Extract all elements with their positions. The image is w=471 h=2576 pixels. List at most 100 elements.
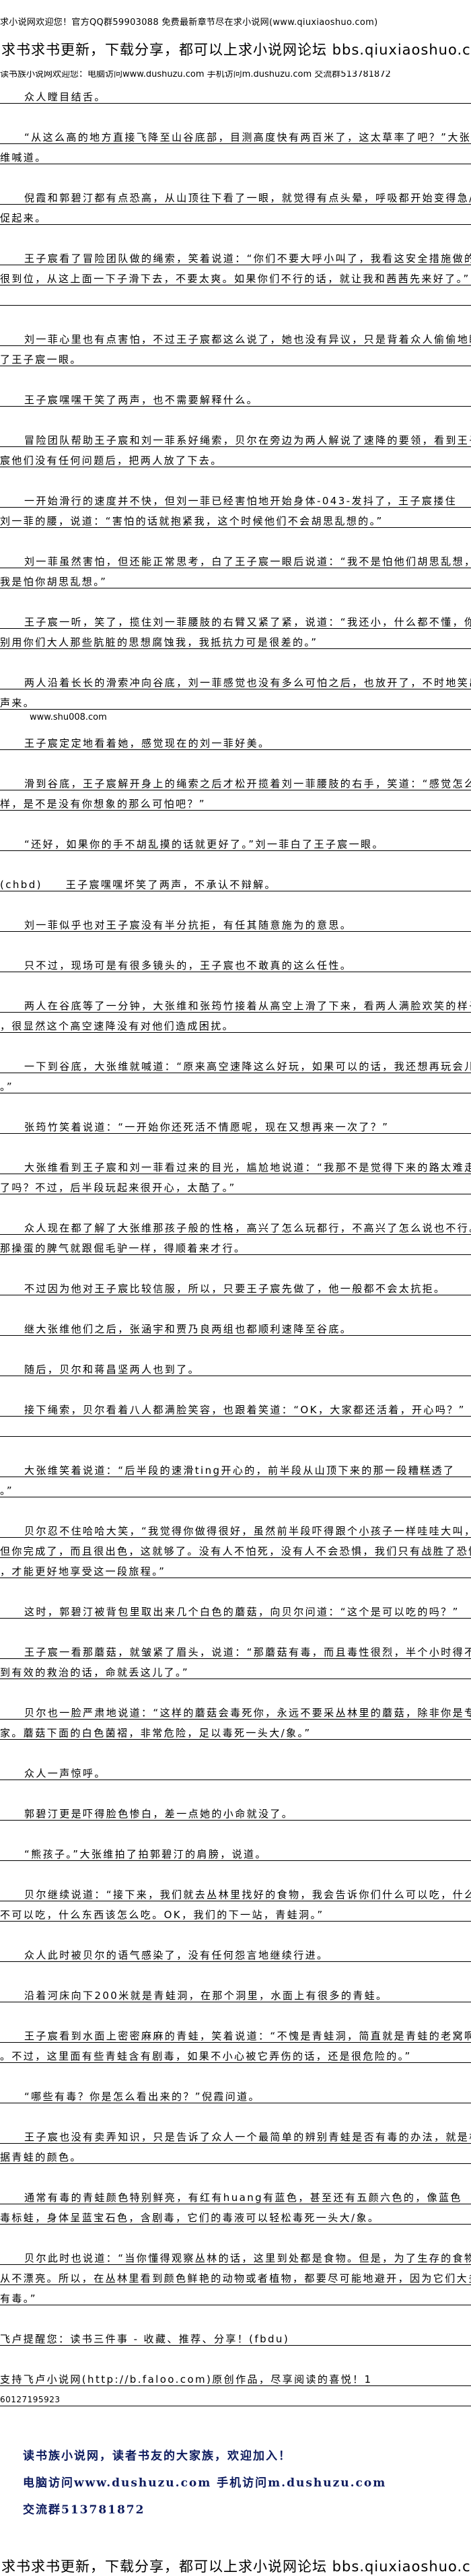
paragraph-gap	[0, 2305, 471, 2326]
footer-group: 交流群513781872	[23, 2503, 145, 2517]
text-line: 滑到谷底，王子宸解开身上的绳索之后才松开揽着刘一菲腰肢的右手，笑道：“感觉怎么	[0, 770, 471, 790]
paragraph-gap	[0, 1821, 471, 1841]
site-welcome-banner: 求小说网欢迎您！官方QQ群59903088 免费最新章节尽在求小说网(www.q…	[0, 18, 378, 28]
text-line: 不可以吃，什么东西该怎么吃。OK，我们的下一站，青蛙洞。”	[0, 1901, 471, 1922]
text-line: 王子宸定定地看着她，感觉现在的刘一菲好美。	[0, 730, 471, 750]
text-line: 飞卢提醒您：读书三件事 - 收藏、推荐、分享！(fbdu)	[0, 2326, 471, 2346]
text-line: 冒险团队帮助王子宸和刘一菲系好绳索，贝尔在旁边为两人解说了速降的要领，看到王子	[0, 427, 471, 447]
text-line: (chbd) 王子宸嘿嘿坏笑了两声，不承认不辩解。	[0, 871, 471, 891]
text-line: 两人沿着长长的滑索冲向谷底，刘一菲感觉也没有多么可怕之后，也放开了，不时地笑出	[0, 669, 471, 689]
text-line: 有毒。”	[0, 2285, 471, 2305]
footer-slogan: 读书族小说网，读者书友的大家族，欢迎加入！	[23, 2449, 291, 2463]
text-line: 这时，郭碧汀被背包里取出来几个白色的蘑菇，向贝尔问道：“这个是可以吃的吗？”	[0, 1598, 471, 1619]
text-line: ，很显然这个高空速降没有对他们造成困扰。	[0, 1013, 471, 1033]
text-line: 家。蘑菇下面的白色菌褶，非常危险，足以毒死一头大/象。”	[0, 1720, 471, 1740]
text-line: 很到位，从这上面一下子滑下去，不要太爽。如果你们不行的话，就让我和茜茜先来好了。…	[0, 265, 471, 285]
text-line: 维喊道。	[0, 144, 471, 164]
paragraph-gap	[0, 2164, 471, 2184]
forum-banner: 求书求书更新，下载分享，都可以上求小说网论坛 bbs.qiuxiaoshuo.c…	[1, 42, 471, 58]
paragraph-gap	[0, 467, 471, 487]
dushuzu-banner-clipped: 读书族小说网欢迎您：电脑访问www.dushuzu.com 手机访问m.dush…	[0, 71, 471, 80]
text-line: 只不过，现场可是有很多镜头的，王子宸也不敢真的这么任性。	[0, 952, 471, 972]
text-line: 。不过，这里面有些青蛙含有剧毒，如果不小心被它弄伤的话，还是很危险的。”	[0, 2043, 471, 2063]
text-line: 众人此时被贝尔的语气感染了，没有任何怨言地继续行进。	[0, 1942, 471, 1962]
paragraph-gap	[0, 1295, 471, 1316]
paragraph-gap	[0, 1780, 471, 1800]
text-line: 众人瞠目结舌。	[0, 83, 471, 104]
paragraph-gap	[0, 2346, 471, 2366]
paragraph-gap: www.shu008.com	[0, 710, 471, 730]
text-line: 别用你们大人那些肮脏的思想腐蚀我，我抵抗力可是很差的。”	[0, 629, 471, 649]
text-line: 王子宸一听，笑了，揽住刘一菲腰肢的右臂又紧了紧，说道：“我还小，什么都不懂，你	[0, 609, 471, 629]
paragraph-gap	[0, 306, 471, 326]
paragraph-gap	[0, 164, 471, 184]
text-line: 大张维看到王子宸和刘一菲看过来的目光，尴尬地说道：“我那不是觉得下来的路太难走	[0, 1154, 471, 1174]
text-line: 沿着河床向下200米就是青蛙洞，在那个洞里，水面上有很多的青蛙。	[0, 1982, 471, 2002]
text-line: ，才能更好地享受这一段旅程。”	[0, 1558, 471, 1578]
paragraph-gap	[0, 932, 471, 952]
text-line: 众人一声惊呼。	[0, 1760, 471, 1780]
text-line: 王子宸看了冒险团队做的绳索，笑着说道：“你们不要大呼小叫了，我看这安全措施做的	[0, 245, 471, 265]
text-line: 倪霞和郭碧汀都有点恐高，从山顶往下看了一眼，就觉得有点头晕，呼吸都开始变得急/	[0, 184, 471, 205]
text-line: 据青蛙的颜色。	[0, 2144, 471, 2164]
text-line: 一开始滑行的速度并不快，但刘一菲已经害怕地开始身体-043-发抖了，王子宸搂住	[0, 487, 471, 508]
text-line: 支持飞卢小说网(http://b.faloo.com)原创作品，尽享阅读的喜悦！…	[0, 2366, 471, 2386]
text-line: 张筠竹笑着说道：“一开始你还死活不情愿呢，现在又想再来一次了？”	[0, 1114, 471, 1134]
text-line: 样，是不是没有你想象的那么可怕吧？”	[0, 790, 471, 811]
text-line: “还好，如果你的手不胡乱摸的话就更好了。”刘一菲白了王子宸一眼。	[0, 831, 471, 851]
text-line: 到有效的救治的话，命就丢这儿了。”	[0, 1659, 471, 1679]
text-line: 王子宸也没有卖弄知识，只是告诉了众人一个最简单的辨别青蛙是否有毒的办法，就是根	[0, 2124, 471, 2144]
paragraph-gap	[0, 2225, 471, 2245]
paragraph-gap	[0, 2103, 471, 2124]
paragraph-gap	[0, 1033, 471, 1053]
text-line: 接下绳索，贝尔看着八人都满脸笑容，也跟着笑道：“OK，大家都还活着，开心吗？”	[0, 1396, 471, 1417]
text-line: “从这么高的地方直接飞降至山谷底部，目测高度快有两百米了，这太草率了吧？”大张	[0, 124, 471, 144]
text-line: 贝尔忍不住哈哈大笑，“我觉得你做得很好，虽然前半段吓得跟个小孩子一样哇哇大叫，	[0, 1518, 471, 1538]
paragraph-gap	[0, 1861, 471, 1881]
paragraph-gap	[0, 1376, 471, 1396]
paragraph-gap	[0, 1255, 471, 1275]
paragraph-gap	[0, 366, 471, 386]
paragraph-gap	[0, 891, 471, 912]
text-line: 我是怕你胡思乱想。”	[0, 568, 471, 588]
paragraph-gap	[0, 1740, 471, 1760]
text-line: 了吗？不过，后半段玩起来很开心，太酷了。”	[0, 1174, 471, 1194]
text-line: 王子宸嘿嘿干笑了两声，也不需要解释什么。	[0, 386, 471, 407]
blank-ruled-line	[0, 1417, 471, 1437]
text-line: 王子宸看到水面上密密麻麻的青蛙，笑着说道：“不愧是青蛙洞，简直就是青蛙的老窝啊	[0, 2023, 471, 2043]
text-line: 继大张维他们之后，张涵宇和贾乃良两组也都顺利速降至谷底。	[0, 1316, 471, 1336]
paragraph-gap	[0, 104, 471, 124]
text-line: 贝尔也一脸严肃地说道：“这样的蘑菇会毒死你，永远不要采丛林里的蘑菇，除非你是专	[0, 1699, 471, 1720]
text-line: 从不漂亮。所以，在丛林里看到颜色鲜艳的动物或者植物，都要尽可能地避开，因为它们大…	[0, 2265, 471, 2285]
paragraph-gap	[0, 2002, 471, 2023]
blank-ruled-line	[0, 285, 471, 306]
text-line: 贝尔此时也说道：“当你懂得观察丛林的话，这里到处都是食物。但是，为了生存的食物	[0, 2245, 471, 2265]
paragraph-gap	[0, 1134, 471, 1154]
text-line: 随后，贝尔和蒋昌坚两人也到了。	[0, 1356, 471, 1376]
paragraph-gap	[0, 2063, 471, 2083]
text-line: 促起来。	[0, 205, 471, 225]
paragraph-gap	[0, 1093, 471, 1114]
footer-access-links: 电脑访问www.dushuzu.com 手机访问m.dushuzu.com	[23, 2476, 387, 2490]
text-line: 王子宸一看那蘑菇，就皱紧了眉头，说道：“那蘑菇有毒，而且毒性很烈，半个小时得不	[0, 1639, 471, 1659]
paragraph-gap	[0, 1194, 471, 1215]
paragraph-gap	[0, 1437, 471, 1457]
chapter-text: 众人瞠目结舌。 “从这么高的地方直接飞降至山谷底部，目测高度快有两百米了，这太草率…	[0, 83, 471, 2406]
text-line: 但你完成了，而且很出色，这就够了。没有人不怕死，没有人不会恐惧，我们只有战胜了恐…	[0, 1538, 471, 1558]
text-line: 毒标蛙，身体呈蓝宝石色，含剧毒，它们的毒液可以轻松毒死一头大/象。	[0, 2204, 471, 2225]
paragraph-gap	[0, 1336, 471, 1356]
paragraph-gap	[0, 1922, 471, 1942]
text-line: 一下到谷底，大张维就喊道：“原来高空速降这么好玩，如果可以的话，我还想再玩会儿	[0, 1053, 471, 1073]
bottom-forum-banner: 求书求书更新，下载分享，都可以上求小说网论坛 bbs.qiuxiaoshuo.c…	[1, 2558, 471, 2575]
text-line: 刘一菲的腰，说道：“害怕的话就抱紧我，这个时候他们不会胡思乱想的。”	[0, 508, 471, 528]
text-line: 刘一菲似乎也对王子宸没有半分抗拒，有任其随意施为的意思。	[0, 912, 471, 932]
paragraph-gap	[0, 1962, 471, 1982]
text-line: 郭碧汀更是吓得脸色惨白，差一点她的小命就没了。	[0, 1800, 471, 1821]
paragraph-gap	[0, 811, 471, 831]
text-line: 了王子宸一眼。	[0, 346, 471, 366]
paragraph-gap	[0, 528, 471, 548]
text-line: 大张维笑着说道：“后半段的速滑ting开心的，前半段从山顶下来的那一段糟糕透了	[0, 1457, 471, 1477]
text-line: 60127195923	[0, 2386, 471, 2406]
text-line: 众人现在都了解了大张维那孩子般的性格，高兴了怎么玩都行，不高兴了怎么说也不行。	[0, 1215, 471, 1235]
paragraph-gap	[0, 407, 471, 427]
